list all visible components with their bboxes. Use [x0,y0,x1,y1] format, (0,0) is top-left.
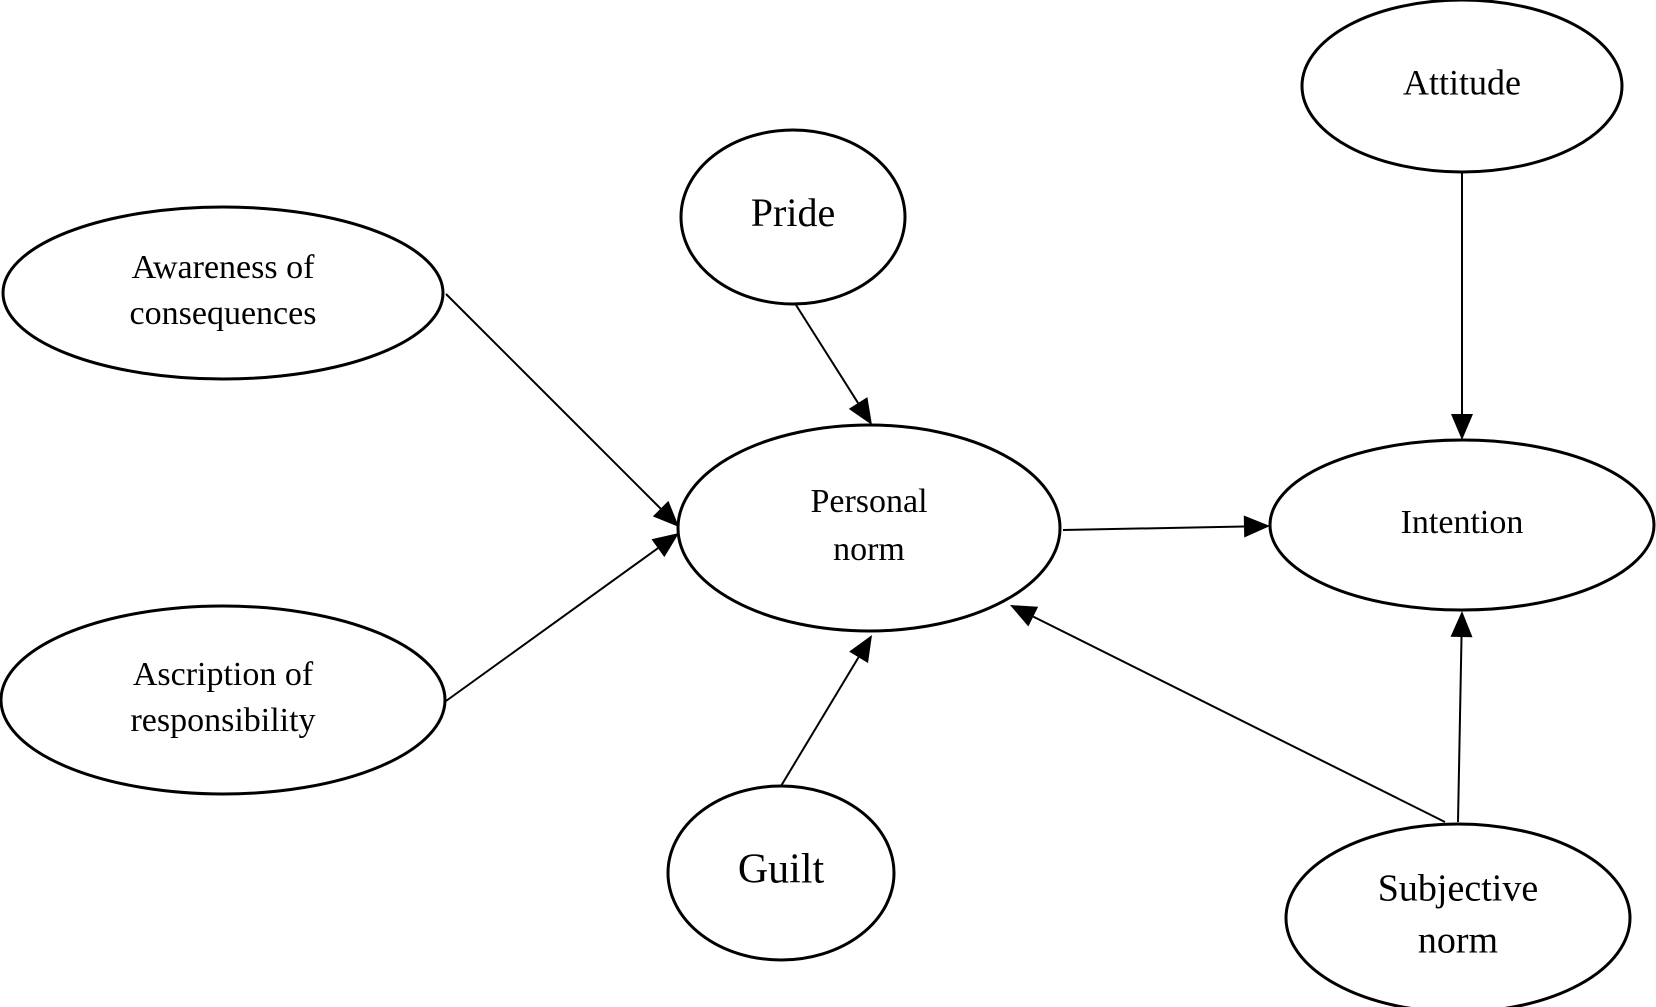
edge-personal-norm-to-intention [1062,515,1270,538]
node-label: Guilt [738,847,825,893]
arrowhead-icon [1450,611,1473,638]
arrowhead-icon [652,500,679,527]
edge-line [445,293,662,510]
edges-layer [445,172,1473,823]
edge-attitude-to-intention [1451,172,1473,440]
arrowhead-icon [1010,605,1039,627]
edge-ascription-to-personal-norm [445,533,679,702]
arrowhead-icon [1243,515,1270,538]
node-label: Pride [751,190,835,235]
node-ellipse [0,604,447,796]
node-attitude: Attitude [1300,0,1624,174]
node-subjective-norm: Subjective norm [1284,822,1632,1007]
edge-guilt-to-personal-norm [780,635,872,787]
edge-line [1062,525,1245,531]
node-label: Subjective [1378,868,1538,910]
edge-line [780,656,860,787]
edge-line [795,304,859,404]
node-label: Ascription of [133,656,314,693]
node-pride: Pride [679,128,907,306]
edge-line [1032,615,1446,823]
node-ascription: Ascription of responsibility [0,604,447,796]
node-label: Intention [1401,504,1524,541]
node-ellipse [1,205,445,381]
arrowhead-icon [848,397,872,425]
edge-awareness-to-personal-norm [445,293,679,527]
arrowhead-icon [651,533,679,558]
arrowhead-icon [1451,414,1473,440]
node-guilt: Guilt [666,784,896,962]
node-intention: Intention [1268,438,1656,612]
node-ellipse [1268,438,1656,612]
node-label: Attitude [1403,62,1521,102]
node-label: responsibility [130,702,315,739]
node-label: consequences [130,295,317,332]
edge-pride-to-personal-norm [795,304,872,425]
node-ellipse [679,128,907,306]
node-awareness: Awareness of consequences [1,205,445,381]
node-ellipse [1300,0,1624,174]
edge-subjective-norm-to-intention [1450,611,1473,823]
edge-line [445,547,659,702]
node-label: norm [1418,920,1498,962]
arrowhead-icon [849,635,872,663]
node-personal-norm: Personal norm [676,423,1062,633]
node-ellipse [1284,822,1632,1007]
node-label: Personal [810,483,927,520]
node-ellipse [676,423,1062,633]
edge-subjective-norm-to-personal-norm [1010,605,1446,823]
node-label: Awareness of [132,249,316,286]
node-ellipse [666,784,896,962]
node-label: norm [833,531,905,568]
edge-line [1457,636,1463,823]
